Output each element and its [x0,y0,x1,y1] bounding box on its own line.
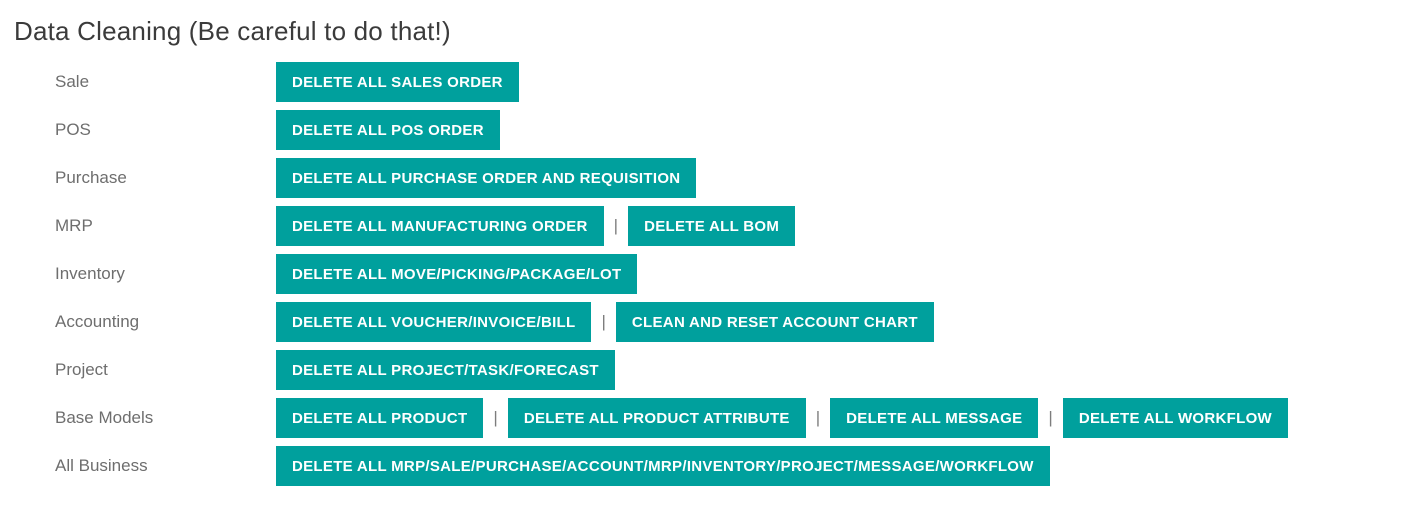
button-delete-all-product-attribute[interactable]: DELETE ALL PRODUCT ATTRIBUTE [507,398,806,438]
row-label-mrp: MRP [55,216,93,235]
row-accounting: Accounting DELETE ALL VOUCHER/INVOICE/BIL… [55,302,1414,342]
row-label-base-models: Base Models [55,408,154,427]
button-separator: | [493,408,498,427]
row-label-accounting: Accounting [55,312,140,331]
button-delete-all-bom[interactable]: DELETE ALL BOM [628,206,796,246]
button-separator: | [613,216,619,235]
row-label-sale: Sale [55,72,90,91]
row-label-pos: POS [55,120,91,139]
row-label-all-business: All Business [55,456,148,475]
row-label-purchase: Purchase [55,168,127,187]
button-clean-and-reset-account-chart[interactable]: CLEAN AND RESET ACCOUNT CHART [615,302,934,342]
button-separator: | [815,408,821,427]
button-delete-all-purchase-order-and-requisition[interactable]: DELETE ALL PURCHASE ORDER AND REQUISITIO… [276,158,697,198]
button-delete-all-sales-order[interactable]: DELETE ALL SALES ORDER [276,62,519,102]
button-delete-all-move-picking-package-lot[interactable]: DELETE ALL MOVE/PICKING/PACKAGE/LOT [276,254,638,294]
button-delete-all-workflow[interactable]: DELETE ALL WORKFLOW [1062,398,1289,438]
page-title: Data Cleaning (Be careful to do that!) [14,16,451,46]
button-separator: | [601,312,606,331]
cleaning-rows: Sale DELETE ALL SALES ORDER POS DELETE ALL … [55,62,1414,486]
row-pos: POS DELETE ALL POS ORDER [55,110,1414,150]
button-delete-all-product[interactable]: DELETE ALL PRODUCT [276,398,484,438]
row-purchase: Purchase DELETE ALL PURCHASE ORDER AND RE… [55,158,1414,198]
row-sale: Sale DELETE ALL SALES ORDER [55,62,1414,102]
row-all-business: All Business DELETE ALL MRP/SALE/PURCHASE… [55,446,1414,486]
button-delete-all-mrp-sale-purchase-account-mrp-inventory-project-message-workflow[interactable]: DELETE ALL MRP/SALE/PURCHASE/ACCOUNT/MRP… [276,446,1050,486]
row-project: Project DELETE ALL PROJECT/TASK/FORECAST [55,350,1414,390]
button-delete-all-message[interactable]: DELETE ALL MESSAGE [830,398,1039,438]
row-label-inventory: Inventory [55,264,125,283]
button-delete-all-voucher-invoice-bill[interactable]: DELETE ALL VOUCHER/INVOICE/BILL [276,302,592,342]
row-base-models: Base Models DELETE ALL PRODUCT | DELETE ALL… [55,398,1414,438]
row-mrp: MRP DELETE ALL MANUFACTURING ORDER | DELETE… [55,206,1414,246]
button-delete-all-pos-order[interactable]: DELETE ALL POS ORDER [276,110,500,150]
button-separator: | [1048,408,1053,427]
row-label-project: Project [55,360,108,379]
row-inventory: Inventory DELETE ALL MOVE/PICKING/PACKAGE… [55,254,1414,294]
button-delete-all-project-task-forecast[interactable]: DELETE ALL PROJECT/TASK/FORECAST [276,350,615,390]
button-delete-all-manufacturing-order[interactable]: DELETE ALL MANUFACTURING ORDER [276,206,604,246]
